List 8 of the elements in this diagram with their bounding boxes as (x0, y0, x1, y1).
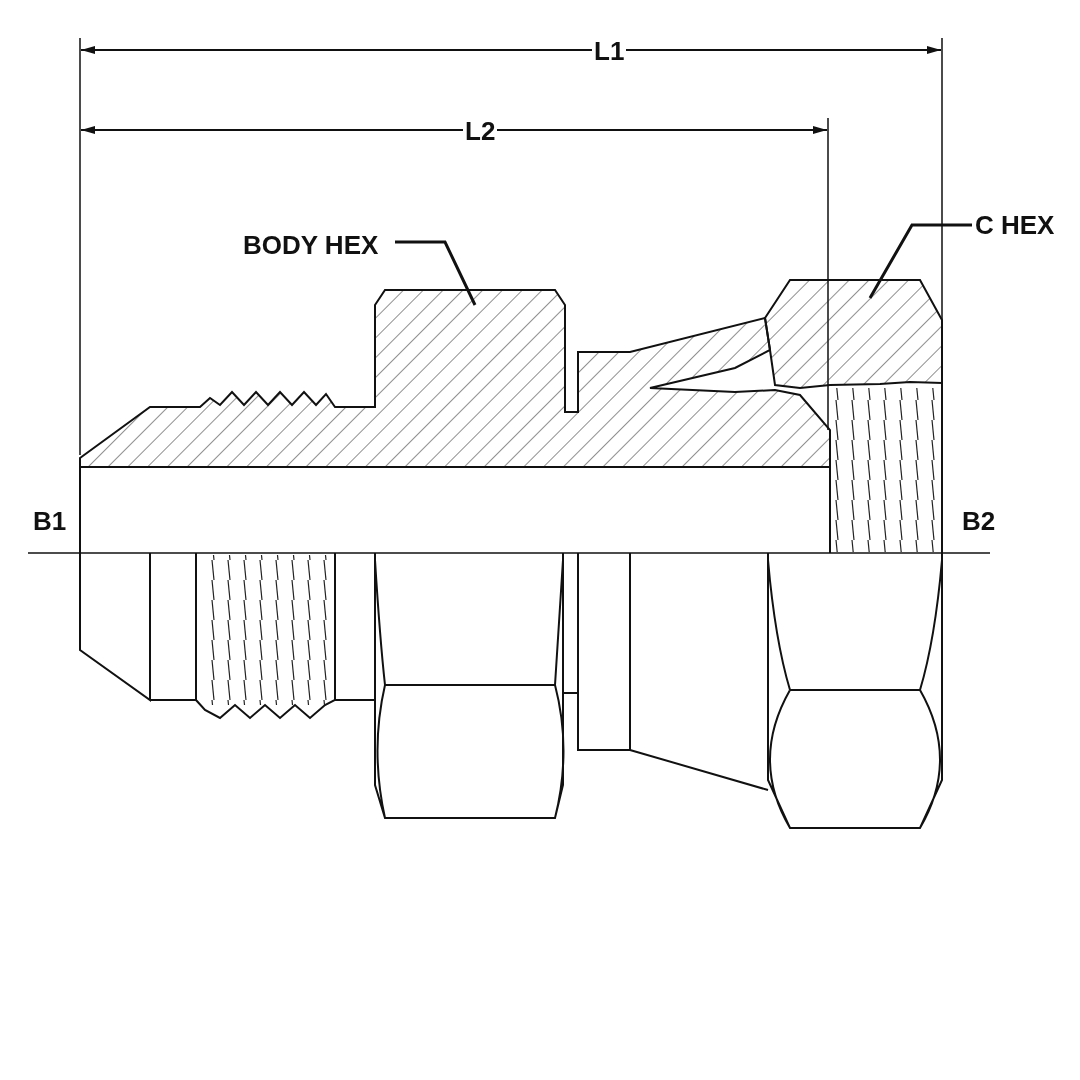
part-label: C HEX (975, 210, 1055, 240)
leader-line (395, 240, 477, 306)
leader-line (868, 223, 972, 299)
hex-section (763, 279, 943, 389)
hex-section (79, 289, 831, 468)
port-label: B2 (962, 506, 996, 536)
port-label: B1 (33, 506, 67, 536)
part-label: BODY HEX (243, 230, 379, 260)
